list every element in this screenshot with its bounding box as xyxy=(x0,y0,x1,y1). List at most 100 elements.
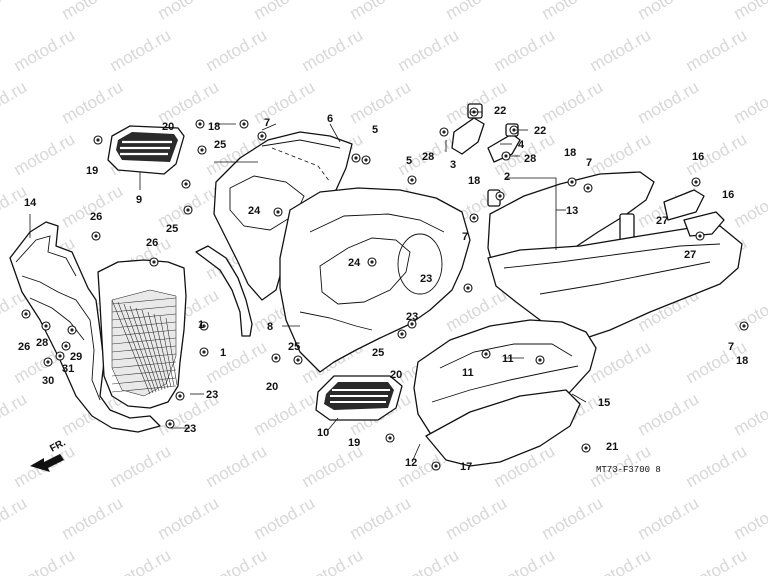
callout-16: 16 xyxy=(692,151,704,163)
watermark-text: motod.ru xyxy=(539,493,607,543)
drawing-code: MT73-F3700 8 xyxy=(596,465,661,475)
watermark-text: motod.ru xyxy=(299,25,367,75)
callout-28: 28 xyxy=(524,153,536,165)
watermark-text: motod.ru xyxy=(683,441,751,491)
callout-30: 30 xyxy=(42,375,54,387)
fastener-center xyxy=(96,138,100,142)
watermark-text: motod.ru xyxy=(635,493,703,543)
stay-bracket-part xyxy=(195,245,253,337)
fastener-center xyxy=(64,344,68,348)
callout-26: 26 xyxy=(18,341,30,353)
callout-1: 1 xyxy=(198,319,204,331)
fastener-center xyxy=(202,350,206,354)
fastener-center xyxy=(202,324,206,328)
mesh-grille xyxy=(111,297,178,395)
fastener-center xyxy=(260,134,264,138)
callout-15: 15 xyxy=(598,397,610,409)
callout-25: 25 xyxy=(214,139,226,151)
watermark-text: motod.ru xyxy=(731,493,768,543)
mesh-line xyxy=(111,313,177,321)
callout-18: 18 xyxy=(208,121,220,133)
watermark-text: motod.ru xyxy=(59,181,127,231)
watermark-text: motod.ru xyxy=(587,129,655,179)
under-cowl-part xyxy=(413,319,597,467)
fastener-center xyxy=(274,356,278,360)
fastener-center xyxy=(504,154,508,158)
watermark-text: motod.ru xyxy=(251,77,319,127)
mesh-line xyxy=(111,377,177,385)
watermark-text: motod.ru xyxy=(59,493,127,543)
mesh-line xyxy=(147,311,169,389)
callout-29: 29 xyxy=(70,351,82,363)
mesh-line xyxy=(111,305,177,313)
callout-20: 20 xyxy=(390,369,402,381)
watermark-text: motod.ru xyxy=(203,545,271,576)
fastener-center xyxy=(434,464,438,468)
watermark-text: motod.ru xyxy=(203,441,271,491)
fasteners xyxy=(21,107,749,471)
watermark-text: motod.ru xyxy=(0,493,30,543)
callout-25: 25 xyxy=(288,341,300,353)
fastener-center xyxy=(484,352,488,356)
main-side-cowl-part xyxy=(279,187,471,373)
callout-23: 23 xyxy=(184,423,196,435)
fastener-center xyxy=(198,122,202,126)
watermark-text: motod.ru xyxy=(347,0,415,23)
fastener-center xyxy=(364,158,368,162)
callout-4: 4 xyxy=(518,139,525,151)
watermark-text: motod.ru xyxy=(731,285,768,335)
fastener-center xyxy=(472,216,476,220)
callout-19: 19 xyxy=(348,437,360,449)
watermark-text: motod.ru xyxy=(635,77,703,127)
watermark-text: motod.ru xyxy=(251,389,319,439)
callout-26: 26 xyxy=(146,237,158,249)
callout-27: 27 xyxy=(656,215,668,227)
fastener-center xyxy=(168,422,172,426)
lower-vent-grille-part xyxy=(315,375,403,421)
callout-28: 28 xyxy=(36,337,48,349)
callout-18: 18 xyxy=(468,175,480,187)
callout-27: 27 xyxy=(684,249,696,261)
fastener-center xyxy=(742,324,746,328)
callout-21: 21 xyxy=(606,441,618,453)
mesh-line xyxy=(111,337,177,345)
watermark-text: motod.ru xyxy=(299,545,367,576)
fastener-center xyxy=(410,322,414,326)
watermark-text: motod.ru xyxy=(683,25,751,75)
callout-1: 1 xyxy=(220,347,226,359)
fastener-center xyxy=(466,286,470,290)
watermark-text: motod.ru xyxy=(539,77,607,127)
callout-11: 11 xyxy=(462,367,474,379)
callout-18: 18 xyxy=(736,355,748,367)
watermark-text: motod.ru xyxy=(11,129,79,179)
fastener-center xyxy=(46,360,50,364)
mesh-line xyxy=(141,309,166,390)
callout-7: 7 xyxy=(728,341,734,353)
mesh-line xyxy=(165,317,178,386)
callout-28: 28 xyxy=(422,151,434,163)
callout-20: 20 xyxy=(266,381,278,393)
watermark-text: motod.ru xyxy=(11,545,79,576)
fastener-center xyxy=(498,194,502,198)
watermark-text: motod.ru xyxy=(395,545,463,576)
callout-13: 13 xyxy=(566,205,578,217)
fastener-center xyxy=(694,180,698,184)
watermark-text: motod.ru xyxy=(107,545,175,576)
fastener-center xyxy=(538,358,542,362)
watermark-text: motod.ru xyxy=(203,25,271,75)
watermark-text: motod.ru xyxy=(347,77,415,127)
watermark-text: motod.ru xyxy=(59,77,127,127)
fastener-center xyxy=(698,234,702,238)
fastener-center xyxy=(296,358,300,362)
fastener-center xyxy=(410,178,414,182)
watermark-text: motod.ru xyxy=(587,545,655,576)
fastener-center xyxy=(354,156,358,160)
callout-7: 7 xyxy=(264,117,270,129)
fastener-center xyxy=(570,180,574,184)
watermark-text: motod.ru xyxy=(731,0,768,23)
watermark-text: motod.ru xyxy=(443,0,511,23)
watermark-text: motod.ru xyxy=(251,493,319,543)
watermark-text: motod.ru xyxy=(587,337,655,387)
watermark-text: motod.ru xyxy=(347,493,415,543)
